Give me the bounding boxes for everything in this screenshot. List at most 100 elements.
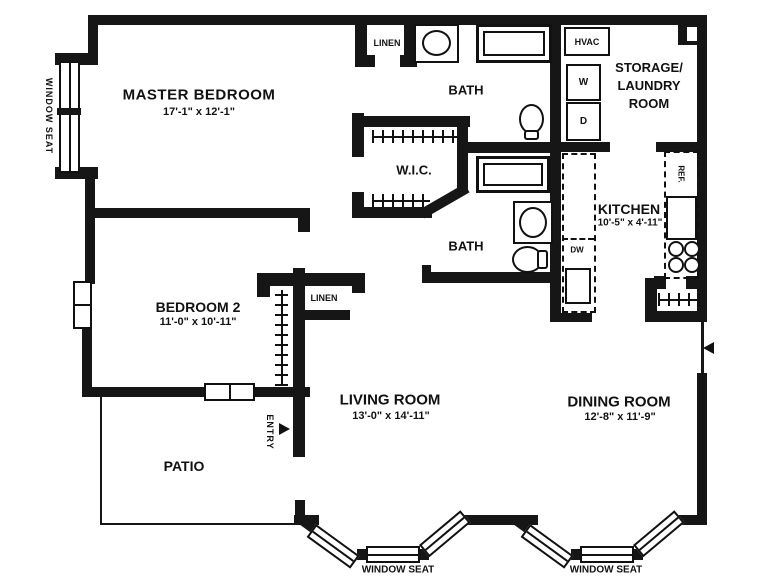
range-burner — [684, 241, 700, 257]
wall — [357, 549, 371, 560]
bathtub-inner — [483, 31, 545, 56]
wall — [458, 515, 538, 525]
wall — [82, 387, 310, 397]
bay-window — [366, 546, 420, 563]
wall — [571, 549, 585, 560]
dining-room-label: DINING ROOM — [567, 393, 671, 411]
wall — [355, 25, 367, 55]
wall — [85, 177, 95, 284]
wall — [422, 265, 431, 275]
range-burner — [668, 257, 684, 273]
linen-top-label: LINEN — [373, 38, 401, 48]
bathtub-inner — [483, 163, 543, 186]
wall — [561, 142, 610, 152]
wall — [293, 268, 305, 397]
toilet-base — [524, 130, 539, 140]
wall — [88, 15, 98, 57]
window-seat-bay2-label: WINDOW SEAT — [569, 564, 643, 576]
storage-line3: ROOM — [628, 96, 670, 111]
kitchen-sink — [565, 268, 591, 304]
kitchen-counter-right — [664, 151, 699, 279]
wall — [257, 273, 365, 286]
closet-rod — [275, 290, 288, 386]
storage-line2: LAUNDRY — [617, 78, 681, 93]
window-seat-left-label: WINDOW SEAT — [44, 77, 54, 155]
bay-window — [520, 524, 574, 569]
bedroom2-dims: 11'-0" x 10'-11" — [159, 316, 237, 328]
patio-line — [100, 397, 102, 525]
dishwasher-label: DW — [570, 245, 584, 255]
wall — [293, 387, 305, 457]
wall — [656, 142, 698, 152]
wall — [422, 272, 560, 283]
wall-notch — [687, 27, 700, 41]
window — [204, 383, 255, 401]
wall — [82, 326, 92, 397]
wall — [654, 276, 666, 289]
bedroom2-label: BEDROOM 2 — [155, 299, 241, 315]
wall — [550, 313, 592, 322]
dryer-label: D — [579, 116, 588, 127]
window — [73, 281, 92, 329]
hvac-label: HVAC — [574, 36, 600, 47]
window-divider — [57, 108, 81, 115]
wall — [415, 549, 429, 560]
wall — [697, 25, 707, 320]
wall — [697, 373, 707, 525]
wall — [295, 500, 305, 520]
bay-window — [633, 510, 685, 558]
wall — [686, 276, 698, 289]
patio-line — [100, 523, 305, 525]
wall — [303, 310, 350, 320]
sink-basin — [422, 30, 451, 56]
living-room-dims: 13'-0" x 14'-11" — [352, 410, 430, 422]
toilet-base — [537, 250, 548, 269]
wall — [457, 116, 468, 193]
wall — [629, 549, 643, 560]
counter-divider — [562, 238, 594, 240]
kitchen-label: KITCHEN — [597, 201, 661, 217]
wall — [88, 208, 310, 218]
door-arrow — [703, 342, 714, 354]
wall — [400, 55, 417, 67]
kitchen-counter-section — [666, 196, 697, 240]
closet-rod — [372, 130, 458, 143]
dining-room-dims: 12'-8" x 11'-9" — [584, 411, 656, 423]
wall — [257, 273, 270, 297]
window-seat-window — [59, 61, 80, 173]
closet-rod — [372, 194, 430, 207]
wall — [352, 273, 365, 293]
bath-top-label: BATH — [448, 82, 484, 98]
kitchen-counter-left — [562, 153, 596, 313]
bay-window — [306, 524, 360, 569]
master-bedroom-dims: 17'-1" x 12'-1" — [163, 106, 235, 118]
range-burner — [668, 241, 684, 257]
bathtub — [476, 156, 550, 193]
master-bedroom-label: MASTER BEDROOM — [122, 86, 276, 104]
range-burner — [684, 257, 700, 273]
closet-rod — [658, 293, 700, 306]
wall — [355, 55, 375, 67]
wall — [670, 515, 707, 525]
wall — [550, 20, 561, 322]
storage-laundry-label: STORAGE/ LAUNDRY ROOM — [615, 59, 683, 113]
wall — [352, 116, 470, 127]
wall — [298, 218, 310, 232]
bathtub — [476, 24, 552, 63]
entry-arrow — [279, 423, 290, 435]
patio-label: PATIO — [163, 458, 205, 474]
bay-window — [419, 510, 471, 558]
hvac-box: HVAC — [564, 27, 610, 56]
washer-box: W — [566, 64, 601, 101]
linen-hall-label: LINEN — [310, 293, 338, 303]
window-seat-bay1-label: WINDOW SEAT — [361, 564, 435, 576]
refrigerator-label: REF. — [676, 165, 686, 183]
door-opening-line — [701, 320, 704, 373]
washer-label: W — [578, 77, 589, 88]
wall — [404, 25, 417, 55]
bath-bottom-label: BATH — [448, 238, 484, 254]
wall — [645, 311, 707, 322]
kitchen-dims: 10'-5" x 4'-11" — [597, 217, 663, 229]
bay-window — [580, 546, 634, 563]
